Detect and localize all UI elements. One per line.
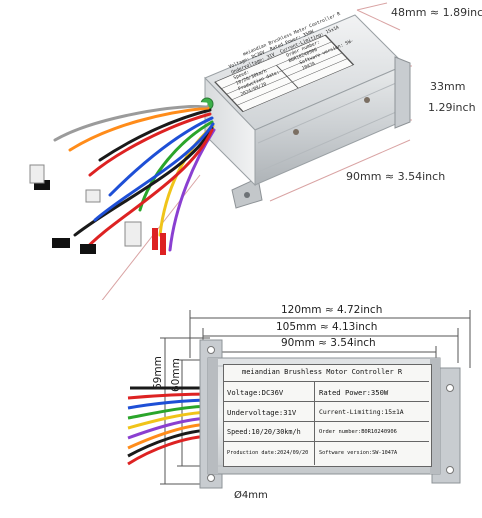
controller-3d-photo bbox=[29, 2, 412, 300]
label-order-number: Order number:B0R10240906 bbox=[319, 429, 397, 435]
label-speed: Speed:10/20/30km/h bbox=[227, 428, 301, 436]
dimension-120-label: 120mm ≈ 4.72inch bbox=[281, 304, 383, 316]
dimension-90-label: 90mm ≈ 3.54inch bbox=[281, 337, 376, 349]
label-rated-power: Rated Power:350W bbox=[319, 388, 389, 397]
hole-diameter-label: Ø4mm bbox=[234, 490, 268, 501]
wire-bundle bbox=[38, 101, 216, 252]
label-current-limit: Current-Limiting:15±1A bbox=[319, 408, 404, 416]
dimension-69-label: 69mm bbox=[152, 356, 164, 390]
length-dimension-label: 90mm ≈ 3.54inch bbox=[346, 170, 446, 183]
height-dimension-mm-label: 33mm bbox=[430, 80, 466, 93]
label-production-date: Production date:2024/09/20 bbox=[227, 450, 309, 456]
label-software-version: Software version:SW-1047A bbox=[319, 450, 398, 456]
connector-plugs bbox=[29, 164, 166, 255]
dimension-60-label: 60mm bbox=[170, 358, 182, 392]
height-dimension-in-label: 1.29inch bbox=[428, 101, 476, 114]
label-title: meiandian Brushless Motor Controller R bbox=[242, 368, 403, 376]
dimension-105-label: 105mm ≈ 4.13inch bbox=[276, 321, 378, 333]
product-label-panel: meiandian Brushless Motor Controller R V… bbox=[223, 364, 432, 467]
label-undervoltage: Undervoltage:31V bbox=[227, 408, 297, 417]
width-dimension-label: 48mm ≈ 1.89inch bbox=[391, 6, 482, 19]
label-voltage: Voltage:DC36V bbox=[227, 388, 284, 397]
